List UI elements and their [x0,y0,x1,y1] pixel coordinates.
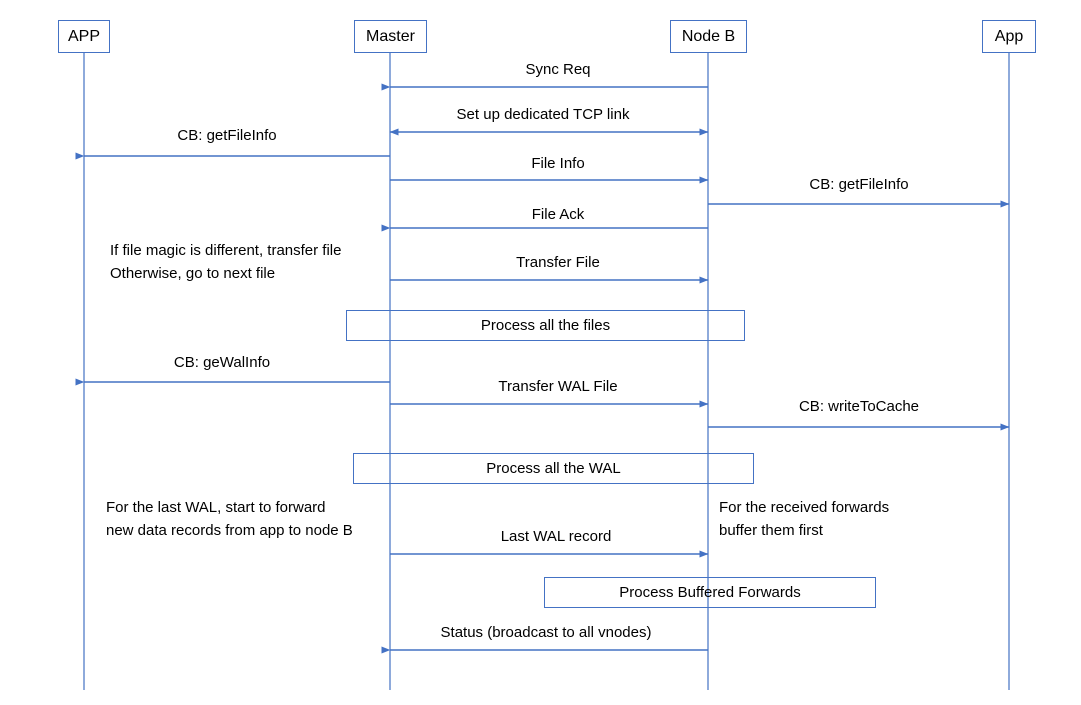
actor-box-app_right[interactable]: App [982,20,1036,53]
message-label-file_ack: File Ack [531,206,585,223]
message-label-transfer_wal: Transfer WAL File [498,378,618,395]
message-label-last_wal: Last WAL record [500,528,612,545]
actor-box-node_b[interactable]: Node B [670,20,747,53]
message-arrows-group [75,83,1010,654]
actor-label: Master [366,27,415,45]
message-label-cb_writetocache: CB: writeToCache [798,398,920,415]
lifelines-group [83,53,1010,690]
message-label-file_info: File Info [531,155,585,172]
note-note_received_forwards: For the received forwards buffer them fi… [719,499,890,539]
message-label-cb_getfileinfo_left: CB: getFileInfo [177,127,277,144]
note-note_last_wal: For the last WAL, start to forward new d… [106,499,353,539]
message-label-cb_gewalinfo: CB: geWalInfo [173,354,271,371]
actor-label: Node B [681,27,736,45]
message-label-sync_req: Sync Req [525,61,591,78]
note-note_file_magic: If file magic is different, transfer fil… [110,242,342,282]
actor-box-master[interactable]: Master [354,20,427,53]
message-label-transfer_file: Transfer File [516,254,600,271]
actor-label: APP [67,27,100,45]
message-label-tcp_link: Set up dedicated TCP link [456,106,630,123]
actor-box-app_left[interactable]: APP [58,20,110,53]
message-label-status: Status (broadcast to all vnodes) [440,624,652,641]
message-label-cb_getfileinfo_right: CB: getFileInfo [809,176,909,193]
actor-label: App [994,27,1024,45]
